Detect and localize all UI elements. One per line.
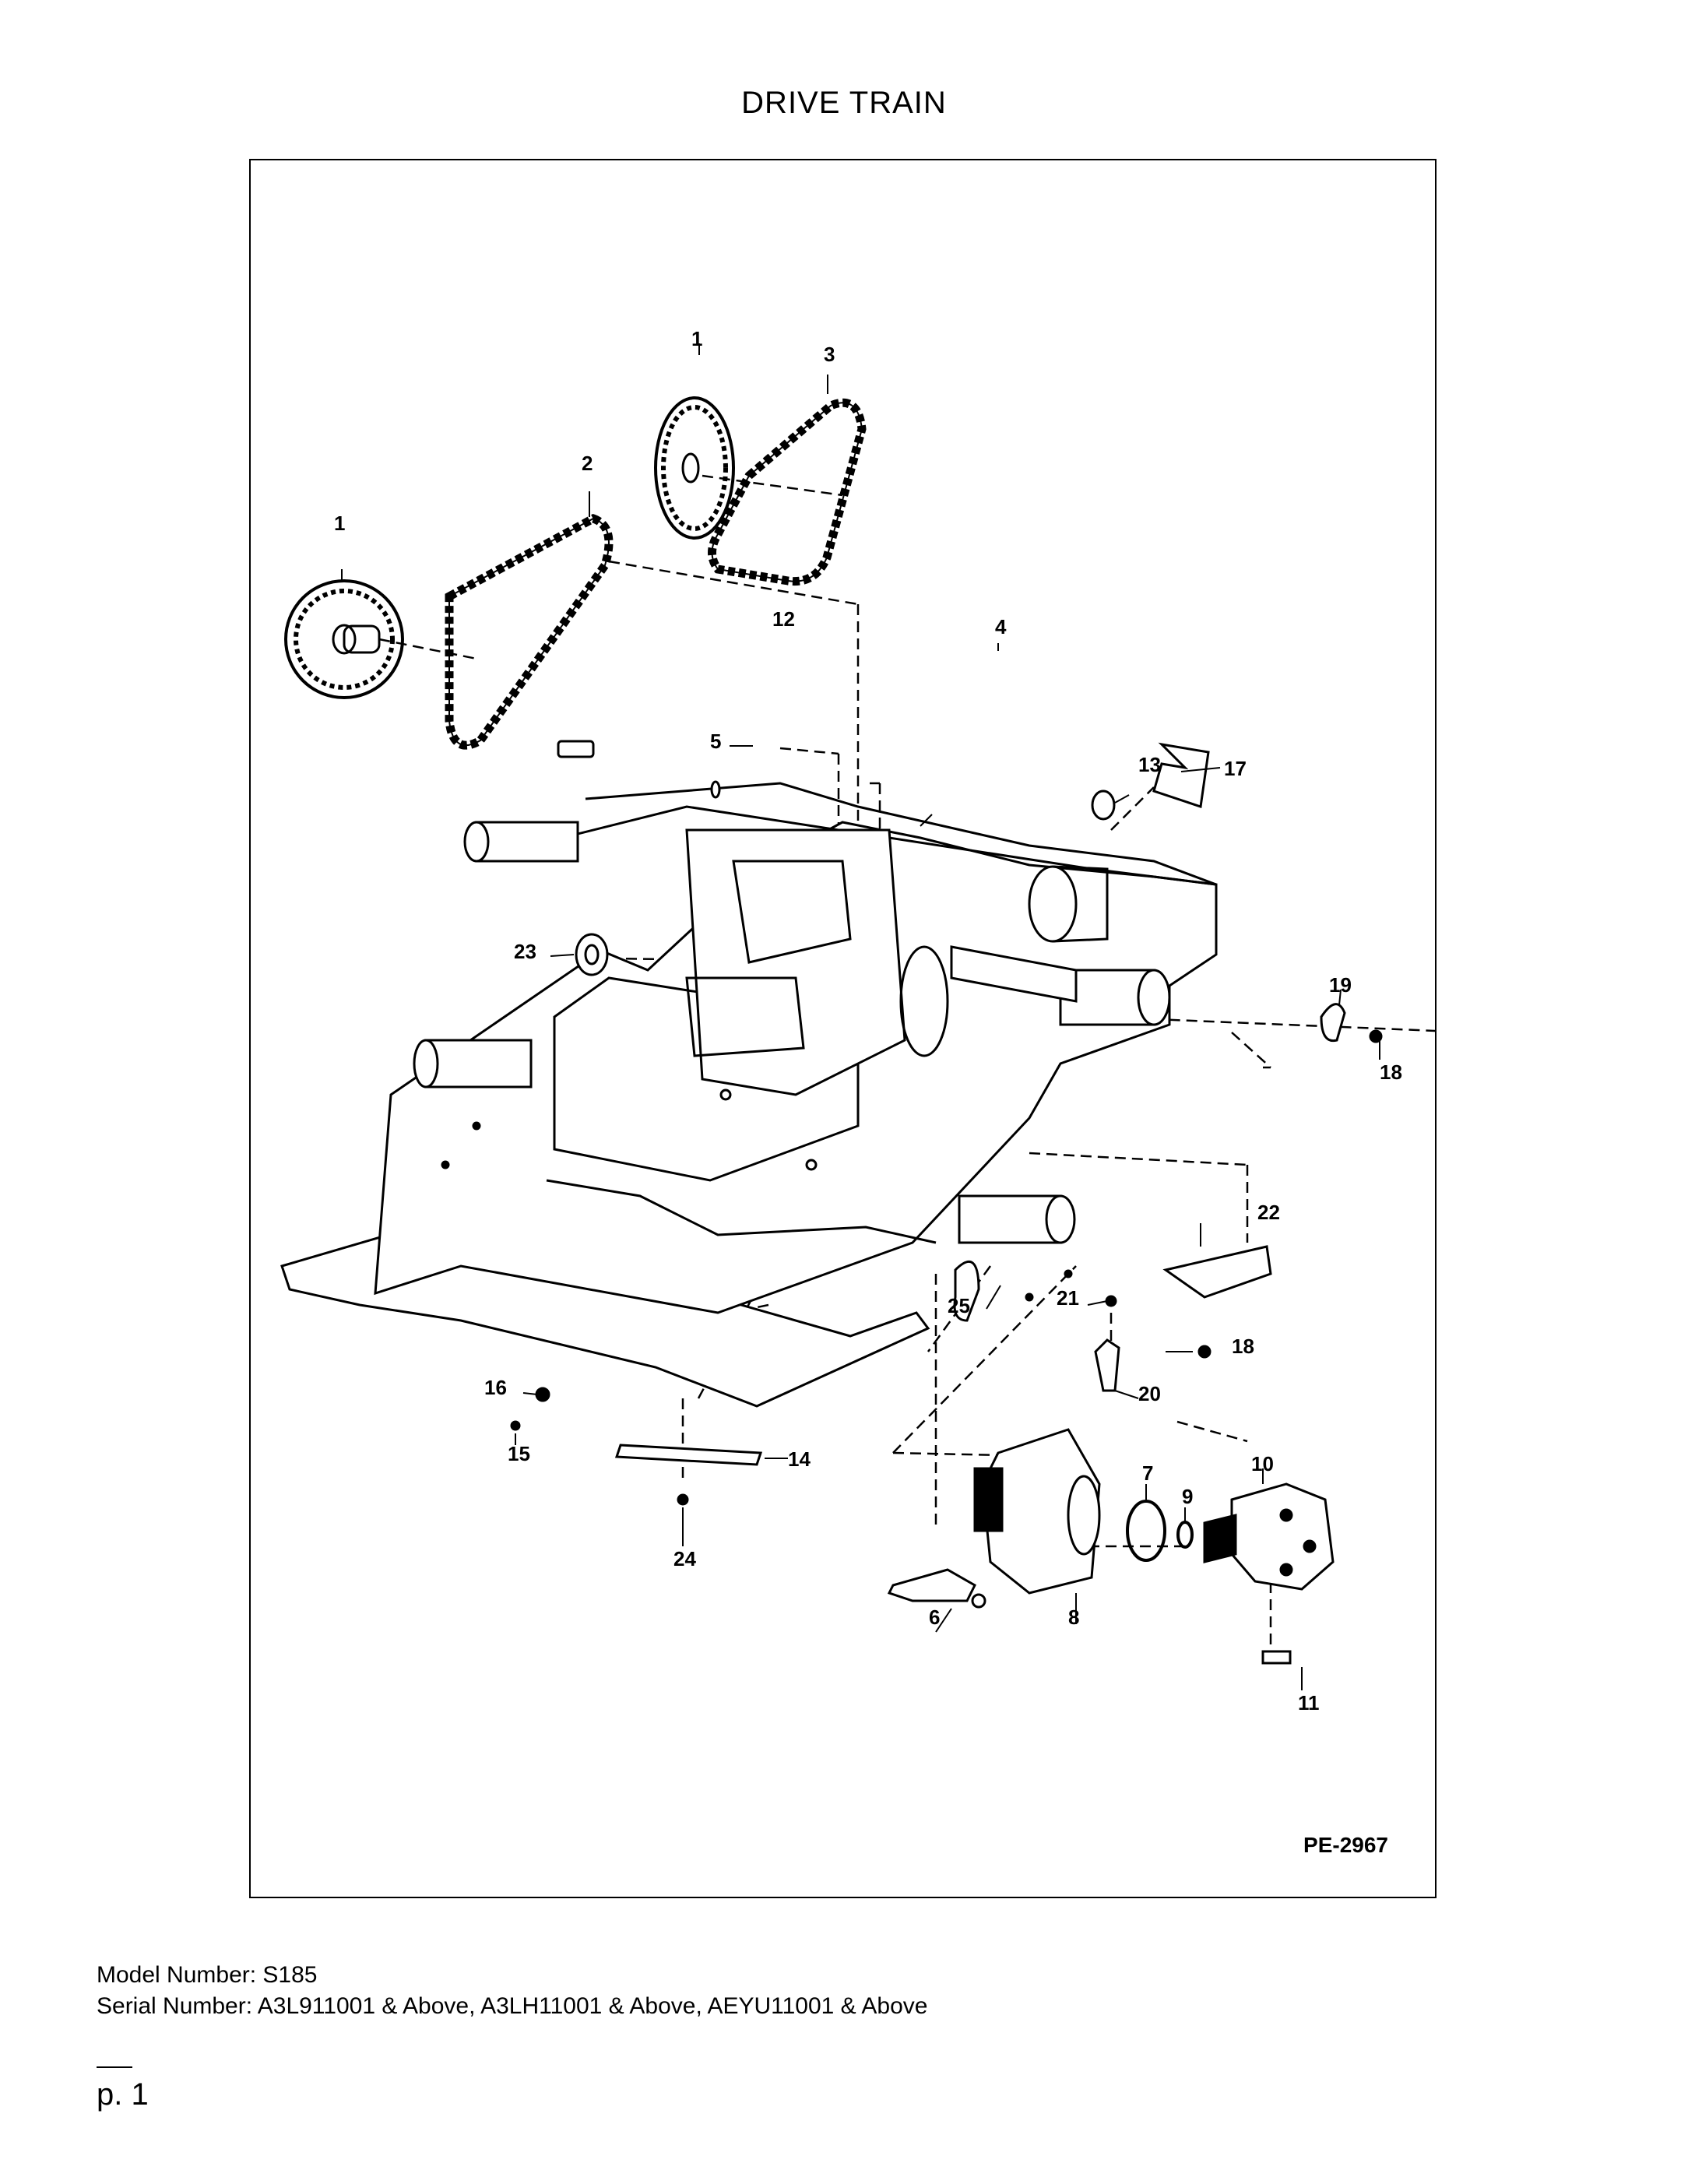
callout-label: 1 [334,512,345,535]
small-parts-drawing [510,740,1383,1506]
model-number: Model Number: S185 [97,1962,318,1988]
chain-left-drawing [445,514,614,750]
callout-label: 23 [514,940,536,963]
callout-label: 3 [824,343,835,366]
sprocket-right-drawing [654,396,735,540]
page-separator [97,2066,132,2068]
serial-number: Serial Number: A3L911001 & Above, A3LH11… [97,1993,928,2019]
callout-label: 9 [1182,1485,1193,1508]
callout-label: 2 [582,452,593,475]
callout-label: 24 [673,1547,696,1570]
callout-label: 20 [1138,1382,1161,1405]
drive-motor-assembly-drawing [887,1428,1335,1665]
callout-label: 1 [691,327,702,350]
callout-label: 18 [1232,1335,1254,1358]
callout-label: 11 [1298,1691,1320,1714]
callout-label: 16 [484,1376,507,1399]
page-title: DRIVE TRAIN [741,86,947,120]
callout-label: 14 [788,1447,811,1471]
callout-label: 13 [1138,753,1161,776]
callout-label: 22 [1257,1201,1280,1224]
page-number: p. 1 [97,2077,149,2112]
callout-label: 25 [948,1294,970,1317]
chassis-frame-drawing [280,782,1218,1408]
callout-label: 10 [1251,1452,1274,1475]
callout-label: 18 [1380,1060,1402,1084]
callout-label: 8 [1068,1605,1079,1629]
figure-code: PE-2967 [1303,1833,1388,1857]
callout-label: 7 [1142,1461,1153,1485]
callout-label: 4 [995,615,1007,638]
callout-label: 6 [929,1605,940,1629]
chain-right-drawing [708,398,867,586]
callout-label: 21 [1057,1286,1079,1310]
callout-label: 15 [508,1442,530,1465]
sprocket-left-drawing [284,579,404,699]
callout-label: 19 [1329,973,1352,997]
callout-label: 5 [710,730,721,753]
exploded-view-drawing: 1123456789101112131415161718181920212223… [280,327,1435,1714]
callout-label: 12 [772,607,795,631]
callout-label: 17 [1224,757,1247,780]
